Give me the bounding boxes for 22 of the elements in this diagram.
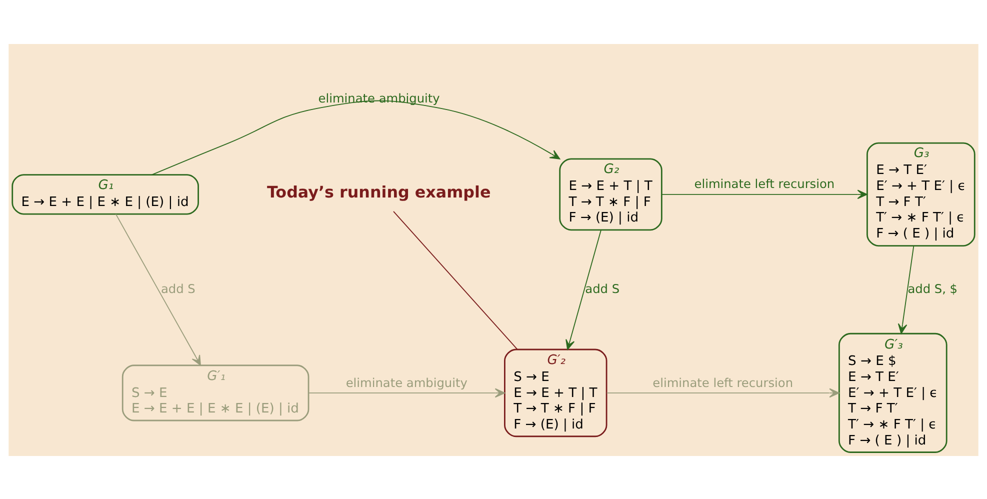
node-box: G′₂ S → E E → E + T | T T → T ∗ F | F F → (E) | id — [504, 348, 608, 437]
node-box: G₃ E → T E′ E′ → + T E′ | ϵ T → F T′ T′ → ∗ F T′ | ϵ F → ( E ) | id — [866, 142, 976, 246]
edge-label: eliminate left recursion — [694, 176, 835, 191]
arrow — [566, 229, 602, 350]
arrow — [151, 100, 560, 175]
arrow — [606, 388, 840, 398]
edge-label: add S, $ — [908, 281, 958, 296]
edge-label: add S — [585, 281, 620, 296]
node-box: G₂ E → E + T | T T → T ∗ F | F F → (E) | id — [559, 158, 662, 230]
edge-label: eliminate left recursion — [652, 375, 794, 390]
edge-label: eliminate ambiguity — [318, 90, 440, 105]
node-box: G′₁ S → E E → E + E | E ∗ E | (E) | id — [122, 364, 310, 421]
node-text: Today’s running example — [266, 182, 491, 201]
edge-label: eliminate ambiguity — [346, 375, 468, 390]
node-box: G′₃ S → E $ E → T E′ E′ → + T E′ | ϵ T → F T′ T′ → ∗ F T′ | ϵ F → ( E ) | id — [838, 332, 948, 452]
arrow — [308, 388, 506, 398]
node-box: G₁ E → E + E | E ∗ E | (E) | id — [12, 174, 199, 214]
arrow — [898, 245, 914, 334]
connector — [393, 210, 518, 350]
edge-label: add S — [161, 281, 196, 296]
arrow — [115, 213, 201, 366]
arrow — [662, 189, 868, 199]
